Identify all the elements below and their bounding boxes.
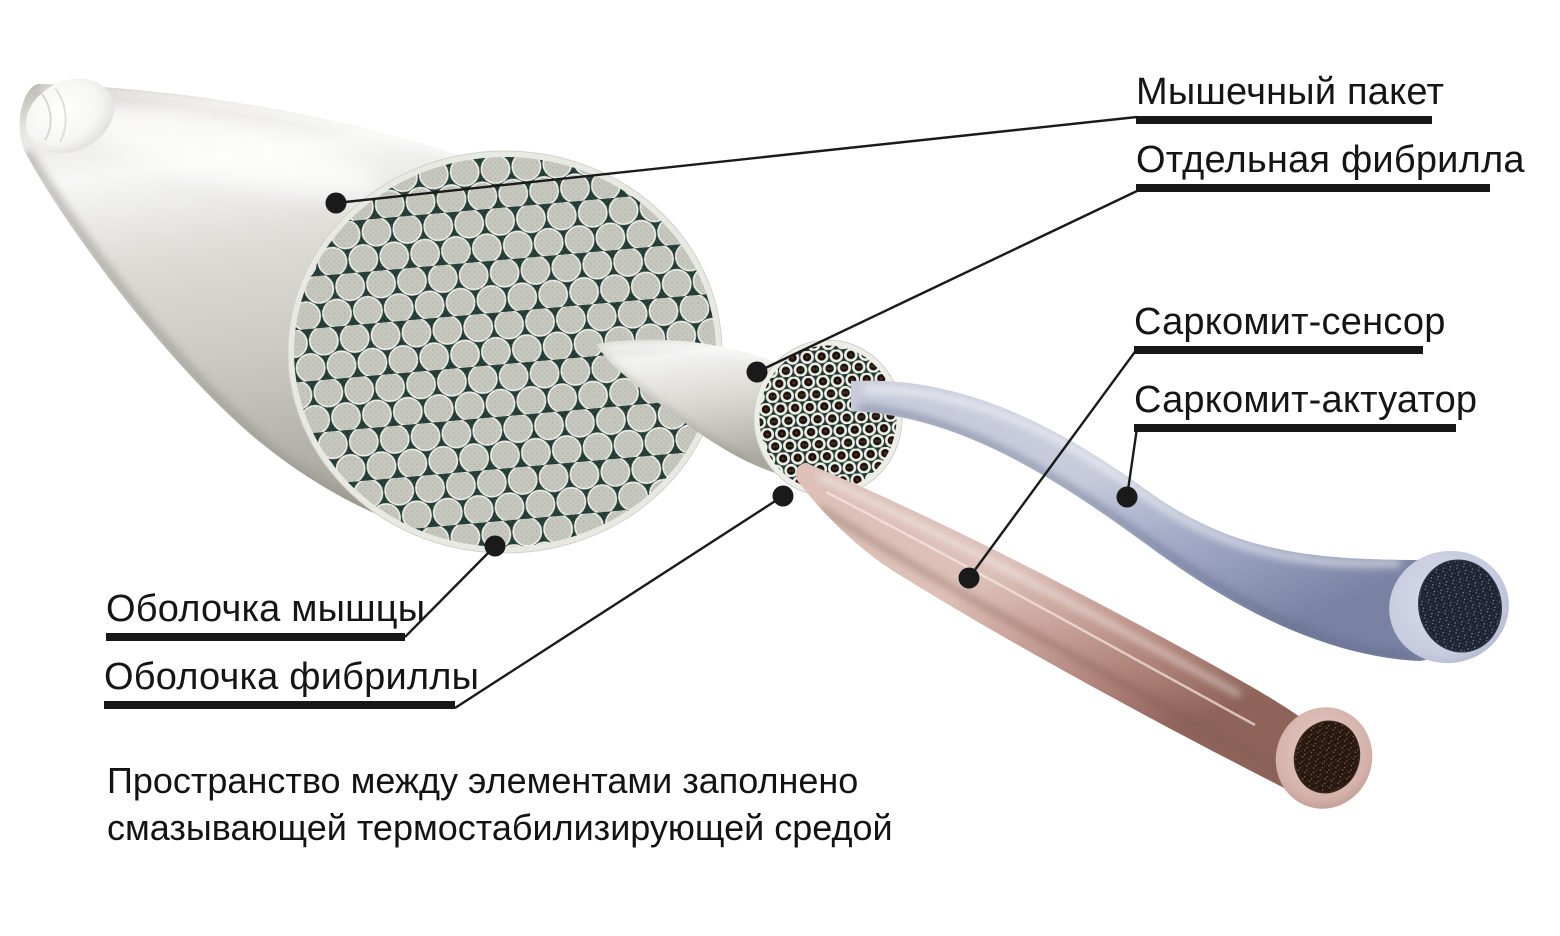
- muscle-tip: [25, 78, 115, 154]
- callout-lines: [335, 115, 1139, 710]
- callout-line-single-fibril: [756, 189, 1138, 374]
- callout-line-sarcomite-sensor: [968, 348, 1138, 579]
- label-muscle-sheath-text: Оболочка мышцы: [106, 588, 426, 630]
- sarcomite-pack-texture: [759, 345, 897, 491]
- callout-line-fibril-sheath: [454, 494, 784, 710]
- actuator-tube: [851, 380, 1509, 664]
- label-muscle-package-text: Мышечный пакет: [1136, 71, 1445, 113]
- callout-dot-sarcomite-sensor: [958, 567, 980, 589]
- label-muscle-package-underline: [1136, 116, 1432, 124]
- label-single-fibril-underline: [1136, 184, 1490, 192]
- label-single-fibril: Отдельная фибрилла: [1136, 140, 1525, 192]
- sensor-tube-end: [1275, 707, 1373, 809]
- sensor-tube: [796, 463, 1373, 809]
- label-muscle-sheath-underline: [106, 633, 405, 641]
- callout-dot-muscle-sheath: [484, 535, 506, 557]
- label-sarcomite-actuator-text: Саркомит-актуатор: [1134, 379, 1478, 421]
- label-fibril-sheath-underline: [104, 701, 455, 709]
- label-fibril-sheath-text: Оболочка фибриллы: [104, 656, 480, 698]
- callout-dot-sarcomite-actuator: [1116, 486, 1138, 508]
- label-sarcomite-sensor-underline: [1134, 346, 1423, 354]
- label-muscle-sheath: Оболочка мышцы: [106, 589, 425, 641]
- muscle-cross-section: [287, 150, 723, 554]
- sensor-core: [1293, 720, 1361, 794]
- label-sarcomite-actuator-underline: [1134, 424, 1456, 432]
- actuator-tube-end: [1389, 550, 1509, 664]
- label-muscle-package: Мышечный пакет: [1136, 72, 1444, 124]
- note-line-1: Пространство между элементами заполнено: [107, 760, 859, 801]
- callout-line-muscle-sheath: [404, 545, 496, 638]
- note-filling-medium: Пространство между элементами заполнено …: [107, 757, 893, 851]
- callout-dot-fibril-sheath: [772, 485, 794, 507]
- label-sarcomite-sensor-text: Саркомит-сенсор: [1134, 301, 1446, 343]
- label-sarcomite-sensor: Саркомит-сенсор: [1134, 302, 1446, 354]
- callout-line-muscle-package: [335, 115, 1138, 205]
- callout-dot-single-fibril: [746, 361, 768, 383]
- muscle-body: [19, 78, 505, 545]
- callout-dot-muscle-package: [325, 192, 347, 214]
- label-single-fibril-text: Отдельная фибрилла: [1136, 139, 1525, 181]
- callout-dots: [325, 192, 1138, 589]
- label-sarcomite-actuator: Саркомит-актуатор: [1134, 380, 1477, 432]
- label-fibril-sheath: Оболочка фибриллы: [104, 657, 479, 709]
- callout-line-sarcomite-actuator: [1125, 427, 1139, 498]
- note-line-2: смазывающей термостабилизирующей средой: [107, 807, 893, 848]
- actuator-core: [1418, 559, 1502, 653]
